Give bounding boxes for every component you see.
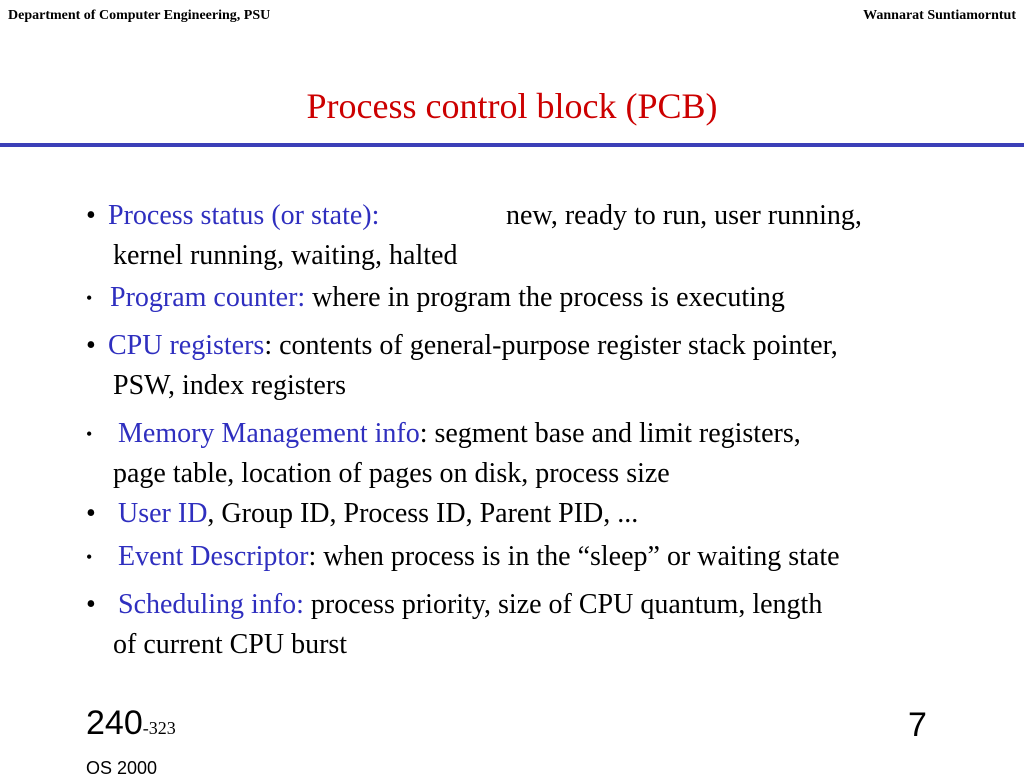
item-text: : contents of general-purpose register s… — [264, 330, 838, 361]
bullet-item-user-id: • User ID, Group ID, Process ID, Parent … — [86, 494, 1016, 534]
title-divider — [0, 143, 1024, 147]
item-continuation: of current CPU burst — [113, 629, 348, 660]
bullet-icon: • — [86, 200, 96, 231]
item-key: CPU registers — [108, 330, 265, 361]
bullet-icon: • — [86, 288, 93, 308]
item-key: User ID — [118, 498, 208, 529]
slide-title: Process control block (PCB) — [306, 86, 718, 126]
bullet-icon: • — [86, 330, 96, 361]
bullet-item-cpu-registers: • CPU registers: contents of general-pur… — [86, 326, 1016, 406]
header-department: Department of Computer Engineering, PSU — [8, 8, 271, 23]
item-key: Process status (or state): — [108, 200, 380, 231]
bullet-icon: • — [86, 589, 96, 620]
item-key: Scheduling info: — [118, 589, 304, 620]
bullet-item-program-counter: • Program counter: where in program the … — [86, 278, 1016, 318]
course-code-sub: -323 — [142, 718, 176, 738]
item-key: Program counter: — [110, 282, 306, 313]
item-key: Event Descriptor — [118, 541, 309, 572]
page-number: 7 — [908, 706, 927, 744]
bullet-item-event-descriptor: • Event Descriptor: when process is in t… — [86, 537, 1016, 577]
item-text: new, ready to run, user running, — [506, 200, 862, 231]
bullet-item-process-status: • Process status (or state): new, ready … — [86, 196, 1016, 276]
item-text: where in program the process is executin… — [312, 282, 785, 313]
item-continuation: PSW, index registers — [113, 370, 347, 401]
course-code-main: 240 — [86, 704, 143, 742]
bullet-icon: • — [86, 424, 93, 444]
item-text: , Group ID, Process ID, Parent PID, ... — [207, 498, 639, 529]
course-code-line2: OS 2000 — [86, 758, 158, 778]
bullet-icon: • — [86, 498, 96, 529]
course-code: 240-323 — [86, 704, 176, 743]
item-key: Memory Management info — [118, 418, 420, 449]
item-text: : segment base and limit registers, — [419, 418, 801, 449]
bullet-icon: • — [86, 547, 93, 567]
item-text: : when process is in the “sleep” or wait… — [308, 541, 840, 572]
bullet-item-memory-management: • Memory Management info: segment base a… — [86, 414, 1016, 494]
item-text: process priority, size of CPU quantum, l… — [310, 589, 823, 620]
header-author: Wannarat Suntiamorntut — [863, 8, 1016, 23]
item-continuation: kernel running, waiting, halted — [113, 240, 458, 271]
bullet-item-scheduling-info: • Scheduling info: process priority, siz… — [86, 585, 1016, 665]
item-continuation: page table, location of pages on disk, p… — [113, 458, 670, 489]
